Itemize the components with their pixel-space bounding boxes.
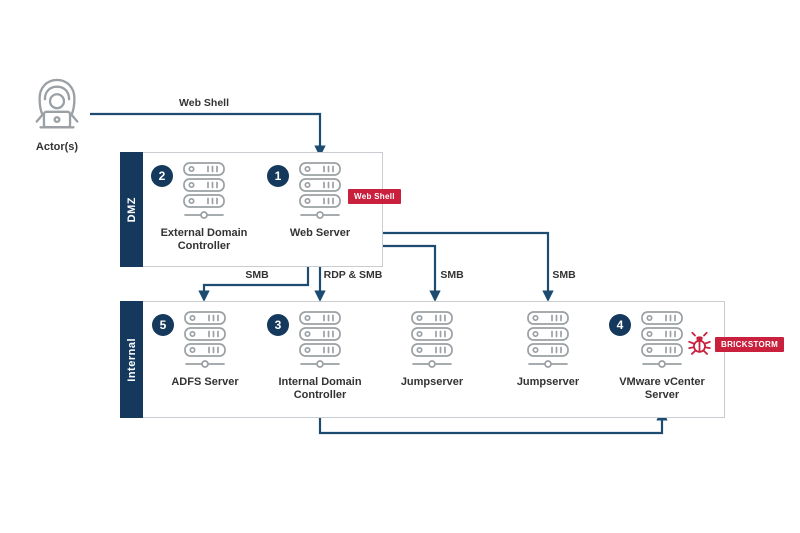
server-stack-icon (640, 311, 684, 369)
server-label: Jumpserver (400, 376, 464, 388)
server-vmware-vcenter: 4 VMware vCenter Server (607, 311, 717, 401)
server-label: ADFS Server (171, 376, 239, 388)
server-web-server: 1 Web Server (265, 162, 375, 240)
server-label: Internal Domain Controller (278, 376, 362, 401)
server-stack-icon (298, 311, 342, 369)
brickstorm-badge: BRICKSTORM (715, 337, 785, 352)
server-jumpserver-1: Jumpserver (377, 311, 487, 389)
arrow-webshell-actor-to-webserver (90, 112, 326, 157)
label-rdp-smb: RDP & SMB (323, 269, 383, 281)
server-label: Web Server (289, 227, 351, 239)
server-internal-domain-controller: 3 Internal Domain Controller (265, 311, 375, 401)
dmz-zone-label-bar: DMZ (120, 152, 143, 267)
server-stack-icon (182, 162, 226, 220)
server-label: Jumpserver (516, 376, 580, 388)
bug-icon (688, 331, 711, 355)
brickstorm-marker: BRICKSTORM (686, 331, 785, 358)
label-smb-adfs: SMB (245, 269, 269, 281)
arrow-smb-webserver-to-jumpserver2 (357, 231, 554, 302)
server-adfs: 5 ADFS Server (150, 311, 260, 389)
server-stack-icon (410, 311, 454, 369)
web-shell-badge: Web Shell (348, 189, 401, 204)
server-label: External Domain Controller (160, 227, 248, 252)
server-label: VMware vCenter Server (619, 376, 705, 401)
label-web-shell: Web Shell (179, 97, 229, 109)
server-jumpserver-2: Jumpserver (493, 311, 603, 389)
step-badge-4: 4 (609, 314, 631, 336)
step-badge-3: 3 (267, 314, 289, 336)
server-external-domain-controller: 2 External Domain Controller (149, 162, 259, 252)
step-badge-5: 5 (152, 314, 174, 336)
server-stack-icon (183, 311, 227, 369)
internal-zone-label: Internal (125, 337, 138, 382)
label-smb-jumpserver1: SMB (440, 269, 464, 281)
server-stack-icon (298, 162, 342, 220)
label-smb-jumpserver2: SMB (552, 269, 576, 281)
server-stack-icon (526, 311, 570, 369)
threat-actor: Actor(s) (17, 76, 97, 153)
actor-label: Actor(s) (35, 141, 79, 153)
hacker-icon (35, 78, 79, 129)
internal-zone-label-bar: Internal (120, 301, 143, 418)
dmz-zone-label: DMZ (125, 196, 138, 223)
step-badge-2: 2 (151, 165, 173, 187)
step-badge-1: 1 (267, 165, 289, 187)
